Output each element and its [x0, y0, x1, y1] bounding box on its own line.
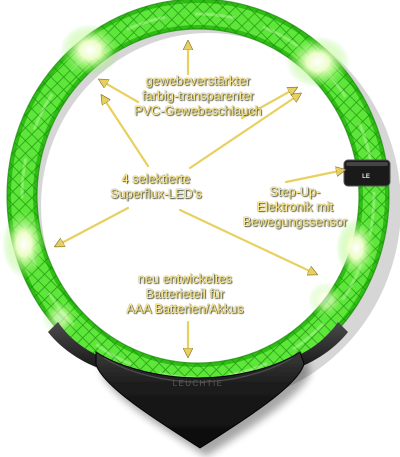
led-glow-bottom-right: [308, 282, 344, 318]
callout-battery-line3: AAA Batterien/Akkus: [126, 302, 244, 316]
clip-label: LE: [362, 174, 370, 180]
arrow-led-topright: [188, 94, 300, 170]
callout-sensor: Step-Up- Elektronik mit Bewegungssensor: [236, 185, 354, 230]
callout-tube-line1: gewebeverstärkter: [145, 74, 251, 88]
arrow-tube-right: [240, 88, 296, 120]
callout-arrows: [56, 42, 344, 356]
callout-battery-line1: neu entwickeltes: [137, 272, 232, 286]
callout-leds-line1: 4 selektierte: [121, 172, 191, 186]
led-glow-right: [336, 218, 376, 278]
callout-sensor-line3: Bewegungssensor: [242, 215, 348, 229]
led-glow-top: [60, 24, 120, 76]
callout-tube: gewebeverstärkter farbig-transparenter P…: [118, 74, 278, 119]
callout-battery-line2: Batterieteil für: [145, 287, 225, 301]
led-lights: [2, 24, 376, 336]
brand-label: LEUCHTIE: [173, 379, 224, 388]
led-glow-left: [2, 210, 46, 278]
arrow-sensor: [284, 170, 344, 184]
arrow-tube-left: [100, 80, 140, 104]
led-glow-top-right: [286, 36, 350, 88]
arrow-led-right: [178, 208, 316, 274]
led-glow-bottom-left: [42, 300, 78, 336]
callout-leds: 4 selektierte Superflux-LED's: [96, 172, 216, 202]
arrow-led-topleft: [102, 96, 150, 168]
arrow-led-left: [56, 206, 130, 246]
callout-tube-line2: farbig-transparenter: [142, 89, 254, 103]
callout-leds-line2: Superflux-LED's: [110, 187, 202, 201]
callout-sensor-line1: Step-Up-: [269, 185, 321, 199]
battery-housing: LEUCHTIE: [95, 351, 305, 449]
callout-battery: neu entwickeltes Batterieteil für AAA Ba…: [110, 272, 260, 317]
callout-tube-line3: PVC-Gewebeschlauch: [134, 104, 262, 118]
electronics-clip: LE: [343, 159, 391, 187]
callout-sensor-line2: Elektronik mit: [256, 200, 334, 214]
